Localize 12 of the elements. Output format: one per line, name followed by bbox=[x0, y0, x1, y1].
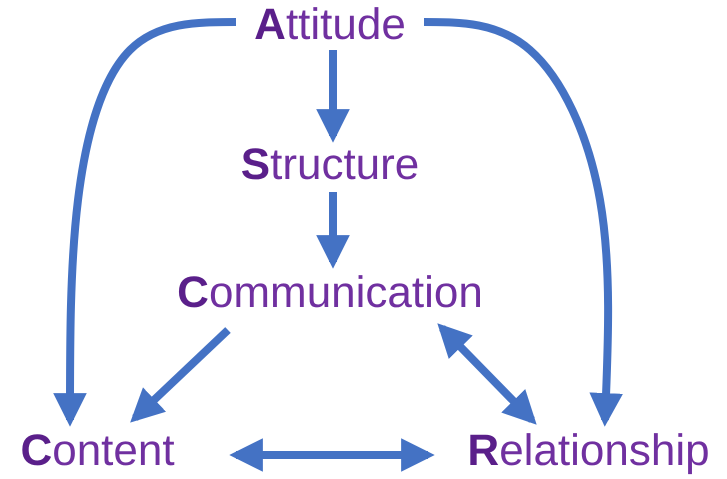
node-label: Communication bbox=[177, 270, 483, 314]
node-label: Content bbox=[20, 429, 175, 473]
arrow bbox=[316, 192, 350, 269]
arrow bbox=[130, 327, 231, 423]
arrow bbox=[316, 50, 350, 143]
node-label: Attitude bbox=[254, 3, 406, 47]
arrow bbox=[424, 18, 623, 427]
node-label: Structure bbox=[240, 143, 420, 187]
arrow bbox=[53, 18, 236, 427]
node-label: Relationship bbox=[467, 429, 710, 473]
arrow bbox=[229, 438, 435, 472]
arrow bbox=[437, 323, 537, 425]
